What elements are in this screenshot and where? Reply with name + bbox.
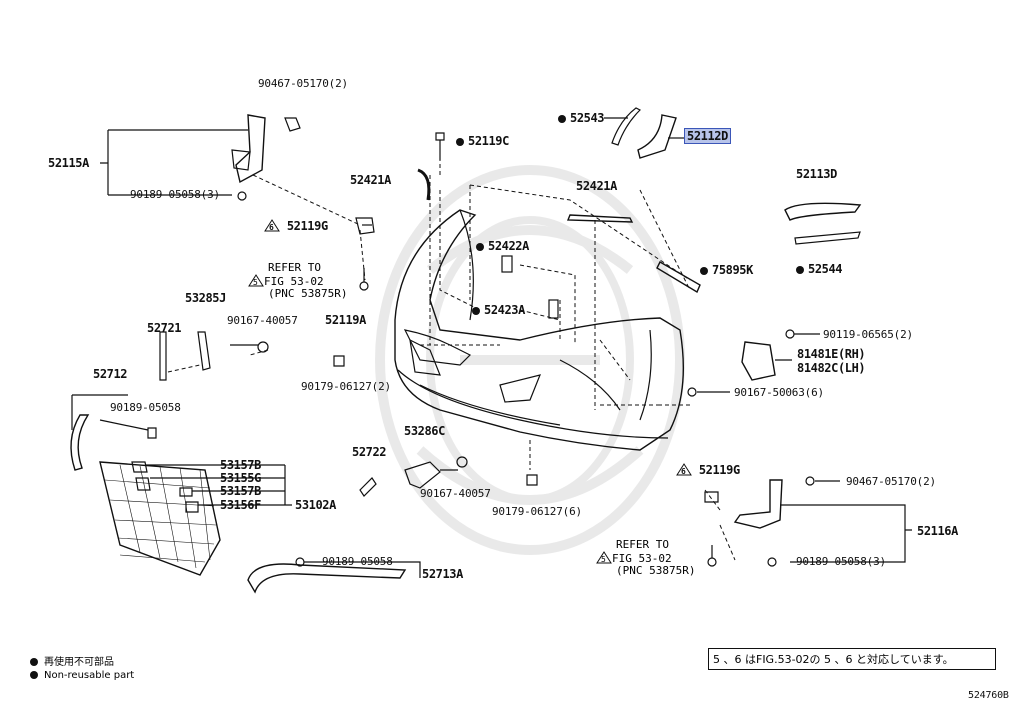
label-90189-05058-single: 90189-05058 — [110, 401, 181, 414]
label-90467-05170-right: 90467-05170(2) — [846, 475, 936, 488]
correspondence-note: 5 、6 はFIG.53-02の 5 、6 と対応しています。 — [708, 648, 996, 670]
label-52119g-left: 6 52119G — [264, 219, 328, 232]
refer-line-2-wrap: 5 FIG 53-02 — [596, 551, 675, 565]
refer-line-2: FIG 53-02 — [612, 552, 672, 565]
label-52116a: 52116A — [917, 524, 958, 538]
label-text: 52119G — [698, 463, 740, 477]
refer-to-left: REFER TO 5 FIG 53-02 (PNC 53875R) — [248, 261, 348, 300]
label-90189-05058-52713: 90189-05058 — [322, 555, 393, 568]
triangle-icon — [676, 463, 692, 476]
refer-line-1: REFER TO — [616, 538, 669, 551]
legend-non-reusable-jp: 再使用不可部品 — [30, 653, 114, 668]
label-90467-05170-left: 90467-05170(2) — [258, 77, 348, 90]
label-90119-06565-2: 90119-06565(2) — [823, 328, 913, 341]
triangle-icon — [248, 274, 264, 287]
label-52544: 52544 — [796, 263, 843, 275]
refer-line-1: REFER TO — [268, 261, 321, 274]
triangle-number: 6 — [681, 467, 686, 476]
label-52112d[interactable]: 52112D — [684, 128, 731, 144]
label-52721: 52721 — [147, 321, 182, 335]
watermark-emblem — [375, 165, 685, 555]
triangle-number: 5 — [253, 278, 258, 287]
refer-line-3: (PNC 53875R) — [268, 287, 348, 300]
refer-to-right: REFER TO 5 FIG 53-02 (PNC 53875R) — [596, 538, 696, 577]
label-52113d: 52113D — [796, 167, 837, 181]
label-90189-05058-3-right: 90189-05058(3) — [796, 555, 886, 568]
label-90179-06127-2: 90179-06127(2) — [301, 380, 391, 393]
label-52119a: 52119A — [325, 313, 366, 327]
triangle-number: 6 — [269, 223, 274, 232]
label-52119g-right: 6 52119G — [676, 463, 740, 476]
label-53286c: 53286C — [404, 424, 445, 438]
label-53157b-1: 53157B — [220, 458, 261, 472]
triangle-icon — [596, 551, 612, 564]
label-90167-40057-a: 90167-40057 — [227, 314, 298, 327]
label-53156f: 53156F — [220, 498, 261, 512]
label-81481e-rh: 81481E(RH) — [797, 347, 866, 361]
refer-line-3: (PNC 53875R) — [616, 564, 696, 577]
legend-non-reusable-en: Non-reusable part — [30, 670, 134, 681]
label-52713a: 52713A — [422, 567, 463, 581]
highlighted-part-52112d[interactable]: 52112D — [684, 128, 731, 144]
label-52119c: 52119C — [456, 135, 509, 147]
triangle-icon — [264, 219, 280, 232]
bracket-52115a — [231, 114, 301, 201]
label-90167-50063-6: 90167-50063(6) — [734, 386, 824, 399]
label-53155g: 53155G — [220, 471, 261, 485]
label-52422a: 52422A — [476, 240, 529, 252]
grille-53102a — [99, 461, 221, 576]
label-52722: 52722 — [352, 445, 387, 459]
label-53157b-2: 53157B — [220, 484, 261, 498]
label-90179-06127-6: 90179-06127(6) — [492, 505, 582, 518]
label-90167-40057-b: 90167-40057 — [420, 487, 491, 500]
label-81482c-lh: 81482C(LH) — [797, 361, 866, 375]
label-75895k: 75895K — [700, 264, 753, 276]
label-52423a: 52423A — [472, 304, 525, 316]
triangle-number: 5 — [601, 555, 606, 564]
refer-line-2: FIG 53-02 — [264, 275, 324, 288]
label-53285j: 53285J — [185, 291, 226, 305]
label-52543: 52543 — [558, 112, 605, 124]
label-53102a: 53102A — [295, 498, 336, 512]
label-52115a: 52115A — [48, 156, 89, 170]
diagram-id: 524760B — [968, 690, 1009, 701]
label-52421a-right: 52421A — [576, 179, 617, 193]
label-text: 52119G — [286, 219, 328, 233]
label-52421a-left: 52421A — [350, 173, 391, 187]
label-52712: 52712 — [93, 367, 128, 381]
bumper-cover — [394, 209, 685, 451]
label-90189-05058-3-left: 90189-05058(3) — [130, 188, 220, 201]
refer-line-2-wrap: 5 FIG 53-02 — [248, 274, 327, 288]
